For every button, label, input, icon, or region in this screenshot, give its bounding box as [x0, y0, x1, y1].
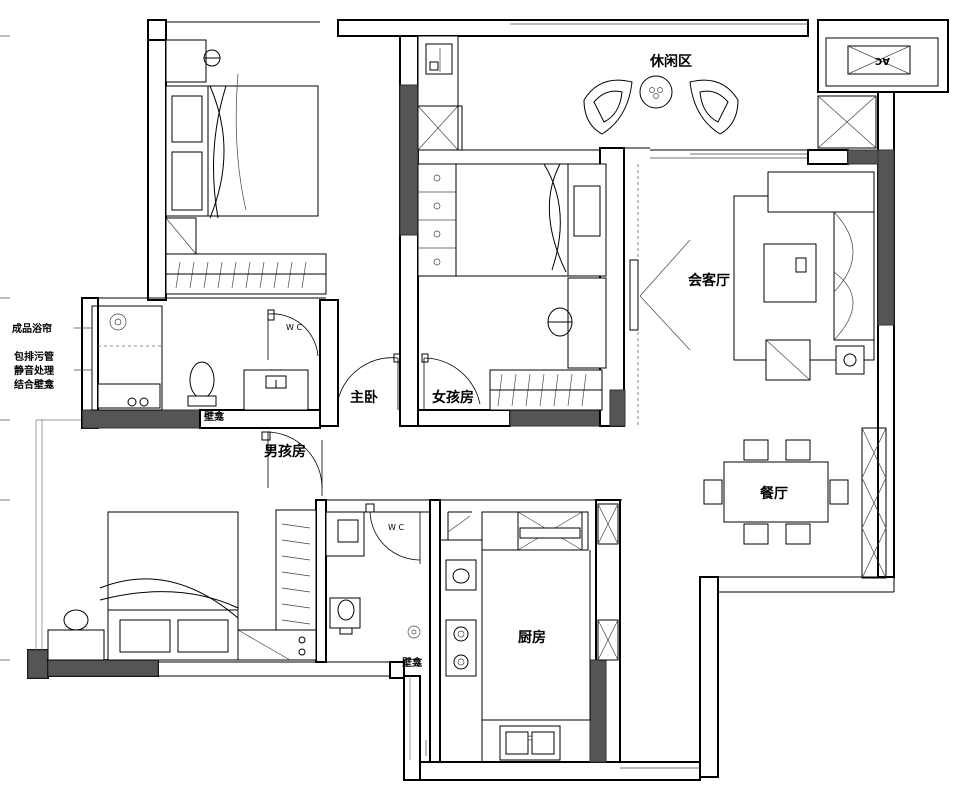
- label-kitchen: 厨房: [518, 629, 546, 646]
- label-master-bedroom: 主卧: [350, 389, 378, 406]
- label-dining-room: 餐厅: [759, 485, 788, 502]
- master-bedroom-furniture: [165, 39, 327, 295]
- label-ac: AC: [875, 55, 890, 66]
- doors-center: [261, 353, 481, 496]
- label-girls-room: 女孩房: [432, 389, 474, 406]
- boys-room-furniture: [47, 509, 317, 661]
- note-pipe-line1: 包排污管: [14, 350, 54, 363]
- kitchen-furniture: [409, 503, 619, 763]
- label-wc-1: W C: [286, 323, 302, 332]
- dimension-ticks: [0, 35, 10, 661]
- living-room-furniture: [629, 164, 887, 579]
- girls-room-furniture: [417, 163, 607, 411]
- label-wc-2: W C: [388, 523, 404, 532]
- note-pipe-line3: 结合壁龛: [14, 378, 55, 391]
- label-leisure-area: 休闲区: [649, 53, 692, 70]
- label-wall-niche-2: 壁龛: [402, 656, 423, 669]
- label-living-room: 会客厅: [688, 272, 730, 289]
- service-strip: [417, 35, 463, 151]
- note-pipe-line2: 静音处理: [14, 364, 54, 377]
- dining-table: [703, 439, 849, 545]
- bathroom-2: [325, 503, 421, 639]
- label-wall-niche-1: 壁龛: [204, 410, 225, 423]
- leisure-area: [583, 75, 739, 135]
- note-shower-screen: 成品浴帘: [12, 322, 52, 335]
- label-boys-room: 男孩房: [264, 443, 306, 460]
- bathroom-1: [91, 305, 319, 411]
